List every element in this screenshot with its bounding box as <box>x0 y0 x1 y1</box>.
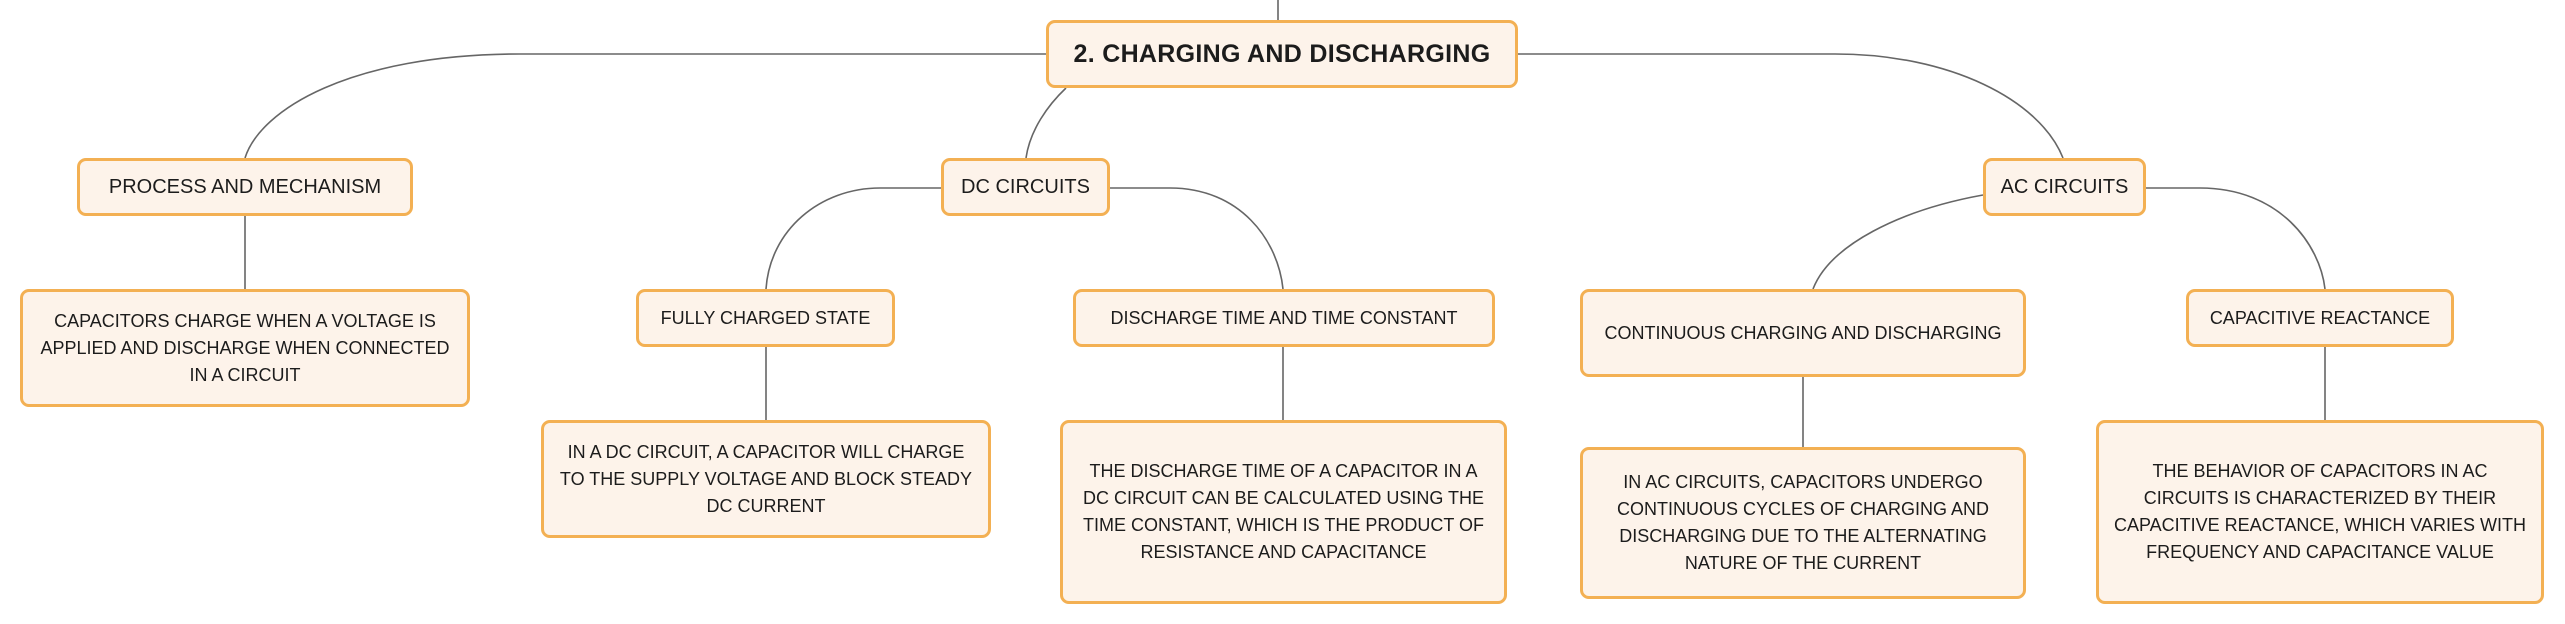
discharge-time-detail-text: THE DISCHARGE TIME OF A CAPACITOR IN A D… <box>1082 461 1485 562</box>
capacitive-reactance-label: CAPACITIVE REACTANCE <box>2209 307 2431 328</box>
connector-root-to-process <box>244 53 1046 159</box>
continuous-charging-detail-node[interactable]: IN AC CIRCUITS, CAPACITORS UNDERGO CONTI… <box>1580 447 2026 599</box>
continuous-charging-node[interactable]: CONTINUOUS CHARGING AND DISCHARGING <box>1580 289 2026 377</box>
continuous-charging-detail-text: IN AC CIRCUITS, CAPACITORS UNDERGO CONTI… <box>1616 472 1990 573</box>
discharge-time-node[interactable]: DISCHARGE TIME AND TIME CONSTANT <box>1073 289 1495 347</box>
ac-circuits-node[interactable]: AC CIRCUITS <box>1983 158 2146 216</box>
fully-charged-state-node[interactable]: FULLY CHARGED STATE <box>636 289 895 347</box>
dc-circuits-node[interactable]: DC CIRCUITS <box>941 158 1110 216</box>
fully-charged-state-label: FULLY CHARGED STATE <box>660 307 871 328</box>
process-mechanism-detail-text: CAPACITORS CHARGE WHEN A VOLTAGE IS APPL… <box>40 310 450 385</box>
discharge-time-label: DISCHARGE TIME AND TIME CONSTANT <box>1110 307 1458 328</box>
connector-ac-to-continuous <box>1812 194 1984 290</box>
root-node[interactable]: 2. CHARGING AND DISCHARGING <box>1046 20 1518 88</box>
connector-dc-to-fully-charged <box>765 187 941 290</box>
capacitive-reactance-node[interactable]: CAPACITIVE REACTANCE <box>2186 289 2454 347</box>
fully-charged-detail-node[interactable]: IN A DC CIRCUIT, A CAPACITOR WILL CHARGE… <box>541 420 991 538</box>
capacitive-reactance-detail-node[interactable]: THE BEHAVIOR OF CAPACITORS IN AC CIRCUIT… <box>2096 420 2544 604</box>
fully-charged-detail-text: IN A DC CIRCUIT, A CAPACITOR WILL CHARGE… <box>559 441 973 516</box>
discharge-time-detail-node[interactable]: THE DISCHARGE TIME OF A CAPACITOR IN A D… <box>1060 420 1507 604</box>
process-mechanism-label: PROCESS AND MECHANISM <box>108 175 382 198</box>
connector-root-to-ac <box>1518 53 2064 159</box>
connector-dc-to-discharge-time <box>1110 187 1284 290</box>
root-label: 2. CHARGING AND DISCHARGING <box>1073 39 1491 68</box>
continuous-charging-label: CONTINUOUS CHARGING AND DISCHARGING <box>1604 322 2002 343</box>
process-mechanism-node[interactable]: PROCESS AND MECHANISM <box>77 158 413 216</box>
ac-circuits-label: AC CIRCUITS <box>2000 175 2129 198</box>
connector-root-to-dc <box>1025 87 1067 159</box>
process-mechanism-detail-node[interactable]: CAPACITORS CHARGE WHEN A VOLTAGE IS APPL… <box>20 289 470 407</box>
connector-ac-to-reactance <box>2146 187 2326 290</box>
capacitive-reactance-detail-text: THE BEHAVIOR OF CAPACITORS IN AC CIRCUIT… <box>2113 461 2527 562</box>
dc-circuits-label: DC CIRCUITS <box>961 175 1090 198</box>
